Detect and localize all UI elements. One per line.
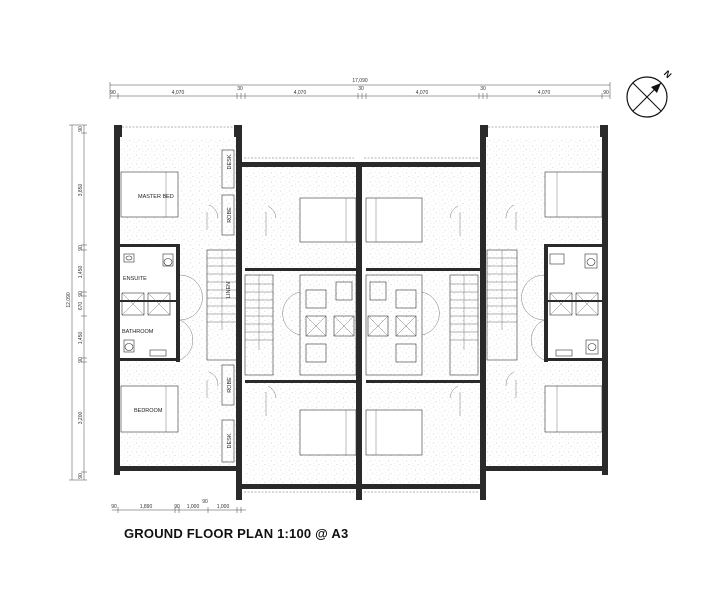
top-dimension-label: 4,070 — [416, 90, 429, 96]
centre-units — [244, 197, 479, 456]
room-label-desk: DESK — [227, 154, 233, 169]
left-dimension-chain: 12,090 90 3,850 90 1,450 90 670 1,450 90… — [66, 124, 87, 481]
centre-right-bed-upper — [365, 197, 423, 243]
top-dimension-label: 30 — [237, 86, 243, 92]
bottom-dimension-chain: 90 1,890 90 1,000 1,000 90 — [111, 499, 246, 513]
top-dimension-chain: 17,090 4,070 4,070 4,070 4,070 90 30 30 … — [109, 78, 611, 99]
top-overall-dimension: 17,090 — [352, 78, 368, 84]
bottom-dimension-label: 90 — [174, 504, 180, 510]
top-dimension-label: 90 — [110, 90, 116, 96]
left-dimension-label: 1,450 — [78, 266, 84, 279]
top-dimension-label: 4,070 — [294, 90, 307, 96]
left-dimension-label: 3,200 — [78, 412, 84, 425]
north-compass-icon: N — [626, 68, 674, 118]
structural-walls — [114, 125, 608, 500]
left-dimension-label: 90 — [78, 126, 84, 132]
top-dimension-label: 90 — [603, 90, 609, 96]
room-label-linen: LINEN — [226, 282, 232, 298]
centre-left-bed-upper — [299, 197, 357, 243]
compass-north-label: N — [662, 68, 674, 80]
floor-finish-hatching — [121, 138, 603, 485]
left-dimension-label: 90 — [78, 245, 84, 251]
room-label-robe: ROBE — [227, 207, 233, 223]
bedroom-bed-furniture — [120, 385, 179, 433]
bottom-dimension-label: 1,000 — [187, 504, 200, 510]
room-label-master-bed: MASTER BED — [138, 194, 174, 200]
left-dimension-label: 3,850 — [78, 184, 84, 197]
left-dimension-label: 670 — [78, 302, 84, 311]
top-dimension-label: 30 — [480, 86, 486, 92]
centre-right-bed-lower — [365, 409, 423, 456]
right-master-bed-furniture — [544, 171, 603, 218]
room-label-robe: ROBE — [227, 377, 233, 393]
top-dimension-label: 4,070 — [538, 90, 551, 96]
left-dimension-label: 1,450 — [78, 332, 84, 345]
bottom-dimension-label: 90 — [111, 504, 117, 510]
left-dimension-label: 90 — [78, 357, 84, 363]
left-unit: MASTER BED DESK ROBE ENSUITE BATHROOM — [120, 149, 238, 463]
bottom-dimension-label: 90 — [202, 499, 208, 505]
right-bedroom-bed-furniture — [544, 385, 603, 433]
room-label-ensuite: ENSUITE — [123, 276, 147, 282]
bottom-dimension-label: 1,000 — [217, 504, 230, 510]
room-label-desk: DESK — [227, 433, 233, 448]
bottom-dimension-label: 1,890 — [140, 504, 153, 510]
left-dimension-label: 90 — [78, 291, 84, 297]
master-bed-furniture — [120, 171, 179, 218]
right-unit — [486, 171, 603, 433]
room-label-bedroom: BEDROOM — [134, 408, 163, 414]
drawing-title: GROUND FLOOR PLAN 1:100 @ A3 — [124, 526, 348, 541]
left-overall-dimension: 12,090 — [66, 292, 72, 308]
left-dimension-label: 90 — [78, 473, 84, 479]
centre-left-bed-lower — [299, 409, 357, 456]
room-label-bathroom: BATHROOM — [122, 329, 154, 335]
top-dimension-label: 30 — [358, 86, 364, 92]
top-dimension-label: 4,070 — [172, 90, 185, 96]
